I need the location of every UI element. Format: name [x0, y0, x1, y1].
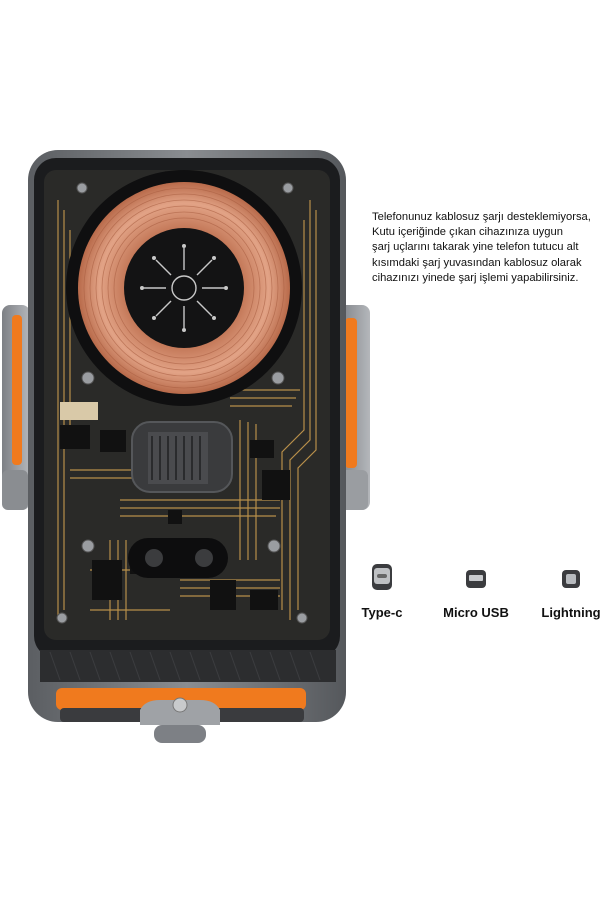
- connector-label: Type-c: [361, 605, 403, 620]
- connector-label: Micro USB: [443, 605, 509, 620]
- connector-lightning: Lightning: [537, 566, 605, 620]
- description-line: cihazınızı yinede şarj işlemi yapabilirs…: [372, 271, 579, 284]
- connector-label: Lightning: [541, 605, 601, 620]
- connector-type-c: Type-c: [352, 562, 412, 620]
- left-grip-arm: [2, 305, 30, 510]
- wireless-charger-phone-holder-image: [0, 140, 380, 760]
- description-line: kısımdaki şarj yuvasından kablosuz olara…: [372, 256, 582, 269]
- wireless-charging-description: Telefonunuz kablosuz şarjı desteklemiyor…: [372, 210, 608, 286]
- description-line: Telefonunuz kablosuz şarjı desteklemiyor…: [372, 211, 591, 223]
- sun-emblem-icon: [144, 248, 224, 328]
- connector-micro-usb: Micro USB: [440, 566, 512, 620]
- usb-c-plug-icon: [372, 564, 392, 590]
- description-line: Kutu içeriğinde çıkan cihazınıza uygun: [372, 226, 563, 239]
- lightning-plug-icon: [562, 570, 580, 588]
- micro-usb-plug-icon: [466, 570, 486, 588]
- description-line: şarj uçlarını takarak yine telefon tutuc…: [372, 241, 579, 254]
